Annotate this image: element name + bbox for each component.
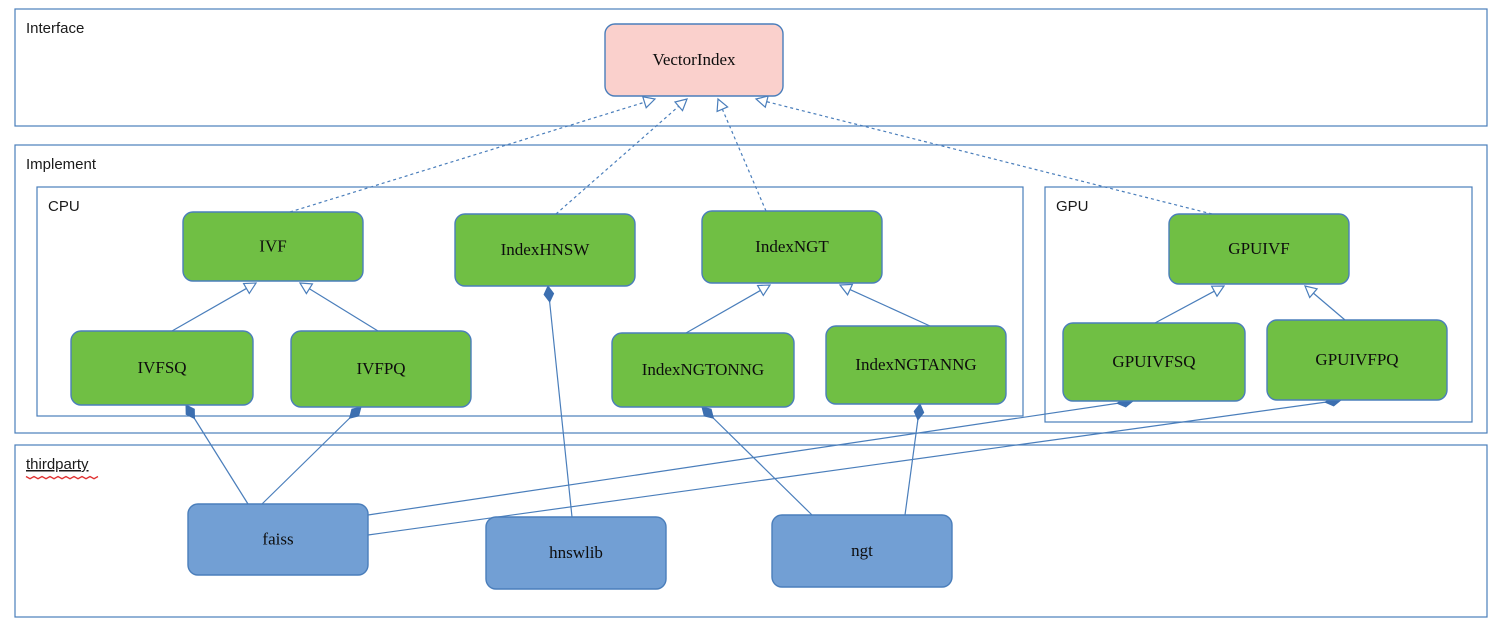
group-label-cpu: CPU (48, 198, 80, 215)
edge-hnswlib-to-indexhnsw (543, 285, 573, 518)
edge-indexngtonng-to-indexngt (685, 284, 772, 334)
node-gpuivfsq[interactable]: GPUIVFSQ (1062, 322, 1246, 402)
edge-indexhnsw-to-vectorindex (555, 98, 688, 215)
inheritance-arrowhead-icon (641, 96, 657, 109)
node-box-indexngtanng[interactable] (825, 325, 1007, 405)
node-ngt[interactable]: ngt (771, 514, 953, 588)
node-box-faiss[interactable] (187, 503, 369, 576)
edge-line (185, 404, 249, 505)
edge-ngt-to-indexngtanng (904, 403, 925, 516)
node-box-vectorindex[interactable] (604, 23, 784, 97)
edge-line (261, 406, 362, 505)
edge-line (849, 289, 931, 327)
node-box-hnswlib[interactable] (485, 516, 667, 590)
composition-diamond-icon (701, 406, 715, 419)
inheritance-arrowhead-icon (838, 283, 854, 296)
node-box-ngt[interactable] (771, 514, 953, 588)
node-box-gpuivfsq[interactable] (1062, 322, 1246, 402)
node-label-gpuivf: GPUIVF (1228, 239, 1289, 258)
edge-indexngt-to-vectorindex (716, 97, 767, 212)
edge-gpuivf-to-vectorindex (754, 95, 1213, 215)
edge-ngt-to-indexngtonng (701, 406, 813, 516)
node-indexngtonng[interactable]: IndexNGTONNG (611, 332, 795, 408)
node-box-gpuivf[interactable] (1168, 213, 1350, 285)
composition-diamond-icon (543, 285, 555, 303)
node-label-ivfpq: IVFPQ (356, 359, 405, 378)
node-ivf[interactable]: IVF (182, 211, 364, 282)
group-label-interface: Interface (26, 20, 84, 37)
inheritance-arrowhead-icon (298, 282, 314, 295)
edges-layer (171, 95, 1346, 536)
spellcheck-squiggle-thirdparty (25, 475, 99, 480)
edge-line (1312, 292, 1346, 321)
node-label-gpuivfsq: GPUIVFSQ (1112, 352, 1195, 371)
node-indexngtanng[interactable]: IndexNGTANNG (825, 325, 1007, 405)
edge-indexngtanng-to-indexngt (838, 283, 931, 327)
node-box-ivfpq[interactable] (290, 330, 472, 408)
node-label-gpuivfpq: GPUIVFPQ (1315, 350, 1398, 369)
inheritance-arrowhead-icon (673, 98, 688, 112)
node-indexhnsw[interactable]: IndexHNSW (454, 213, 636, 287)
node-box-indexngt[interactable] (701, 210, 883, 284)
edge-line (701, 406, 813, 516)
edge-faiss-to-ivfpq (261, 406, 362, 505)
node-box-ivfsq[interactable] (70, 330, 254, 406)
node-box-ivf[interactable] (182, 211, 364, 282)
node-label-indexngtanng: IndexNGTANNG (855, 355, 976, 374)
edge-line (1154, 290, 1215, 324)
edge-line (367, 399, 1342, 536)
edge-ivf-to-vectorindex (289, 96, 657, 213)
node-ivfpq[interactable]: IVFPQ (290, 330, 472, 408)
node-label-vectorindex: VectorIndex (652, 50, 736, 69)
node-label-faiss: faiss (262, 529, 293, 548)
node-label-indexngtonng: IndexNGTONNG (642, 360, 764, 379)
edge-line (721, 108, 767, 212)
node-gpuivfpq[interactable]: GPUIVFPQ (1266, 319, 1448, 401)
inheritance-arrowhead-icon (1304, 285, 1319, 299)
node-ivfsq[interactable]: IVFSQ (70, 330, 254, 406)
inheritance-arrowhead-icon (754, 95, 769, 109)
edge-gpuivfpq-to-gpuivf (1304, 285, 1346, 321)
node-box-gpuivfpq[interactable] (1266, 319, 1448, 401)
node-label-ngt: ngt (851, 541, 873, 560)
edge-line (904, 403, 921, 516)
inheritance-arrowhead-icon (716, 97, 729, 113)
node-gpuivf[interactable]: GPUIVF (1168, 213, 1350, 285)
edge-line (171, 287, 247, 332)
node-hnswlib[interactable]: hnswlib (485, 516, 667, 590)
node-label-ivf: IVF (259, 236, 286, 255)
node-label-indexngt: IndexNGT (755, 237, 829, 256)
edge-ivfsq-to-ivf (171, 282, 258, 332)
group-label-gpu: GPU (1056, 198, 1089, 215)
node-indexngt[interactable]: IndexNGT (701, 210, 883, 284)
node-label-ivfsq: IVFSQ (137, 358, 186, 377)
group-label-thirdparty: thirdparty (26, 456, 89, 473)
edge-line (547, 285, 573, 518)
edge-line (685, 289, 761, 334)
inheritance-arrowhead-icon (756, 284, 772, 297)
inheritance-arrowhead-icon (1210, 285, 1226, 298)
node-box-indexngtonng[interactable] (611, 332, 795, 408)
composition-diamond-icon (913, 403, 925, 421)
edge-faiss-to-ivfsq (185, 404, 249, 505)
group-label-implement: Implement (26, 156, 97, 173)
node-box-indexhnsw[interactable] (454, 213, 636, 287)
edge-line (309, 288, 379, 332)
edge-ivfpq-to-ivf (298, 282, 379, 332)
edge-line (289, 101, 645, 213)
node-faiss[interactable]: faiss (187, 503, 369, 576)
node-vectorindex[interactable]: VectorIndex (604, 23, 784, 97)
inheritance-arrowhead-icon (242, 282, 258, 295)
edge-gpuivfsq-to-gpuivf (1154, 285, 1226, 324)
node-label-indexhnsw: IndexHNSW (501, 240, 591, 259)
composition-diamond-icon (348, 406, 362, 419)
node-label-hnswlib: hnswlib (549, 543, 603, 562)
edge-line (766, 101, 1213, 215)
edge-line (367, 400, 1134, 516)
composition-diamond-icon (185, 404, 196, 420)
